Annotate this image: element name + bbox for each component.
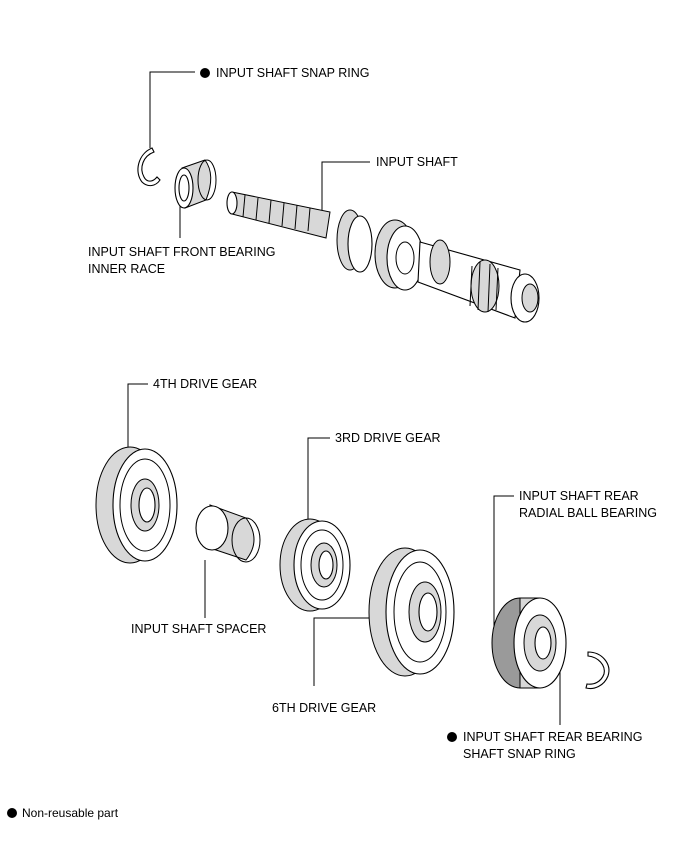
label-input-shaft-snap-ring: INPUT SHAFT SNAP RING	[216, 66, 370, 80]
non-reusable-marker-legend	[7, 808, 17, 818]
label-rear-radial-line2: RADIAL BALL BEARING	[519, 506, 658, 520]
leader-input-shaft	[321, 161, 370, 215]
input-shaft-part	[226, 191, 540, 323]
6th-drive-gear-part	[368, 547, 455, 677]
label-front-bearing-line1: INPUT SHAFT FRONT BEARING	[88, 245, 276, 259]
label-rear-snap-line1: INPUT SHAFT REAR BEARING	[463, 730, 643, 744]
label-4th-drive-gear: 4TH DRIVE GEAR	[153, 377, 258, 391]
label-input-shaft-spacer: INPUT SHAFT SPACER	[131, 622, 267, 636]
non-reusable-markers	[7, 68, 457, 818]
leader-4th-gear	[127, 383, 148, 460]
non-reusable-marker-snap-ring	[200, 68, 210, 78]
label-rear-radial-line1: INPUT SHAFT REAR	[519, 489, 639, 503]
label-input-shaft: INPUT SHAFT	[376, 155, 458, 169]
label-front-bearing-line2: INNER RACE	[88, 262, 166, 276]
leader-6th-gear	[313, 617, 372, 686]
input-shaft-spacer-part	[195, 504, 261, 563]
non-reusable-marker-rear-snap	[447, 732, 457, 742]
label-rear-snap-line2: SHAFT SNAP RING	[463, 747, 576, 761]
front-bearing-inner-race-part	[174, 159, 217, 209]
label-6th-drive-gear: 6TH DRIVE GEAR	[272, 701, 377, 715]
leader-lines	[127, 71, 561, 725]
legend-non-reusable: Non-reusable part	[22, 806, 119, 820]
rear-bearing-snap-ring-part	[585, 651, 610, 690]
leader-3rd-gear	[307, 437, 330, 520]
label-3rd-drive-gear: 3RD DRIVE GEAR	[335, 431, 441, 445]
leader-snap-ring	[149, 71, 195, 148]
3rd-drive-gear-part	[279, 518, 351, 612]
leader-rear-radial	[493, 495, 514, 630]
4th-drive-gear-part	[95, 446, 178, 564]
input-shaft-snap-ring-part	[137, 147, 161, 187]
rear-radial-ball-bearing-part	[491, 597, 567, 689]
